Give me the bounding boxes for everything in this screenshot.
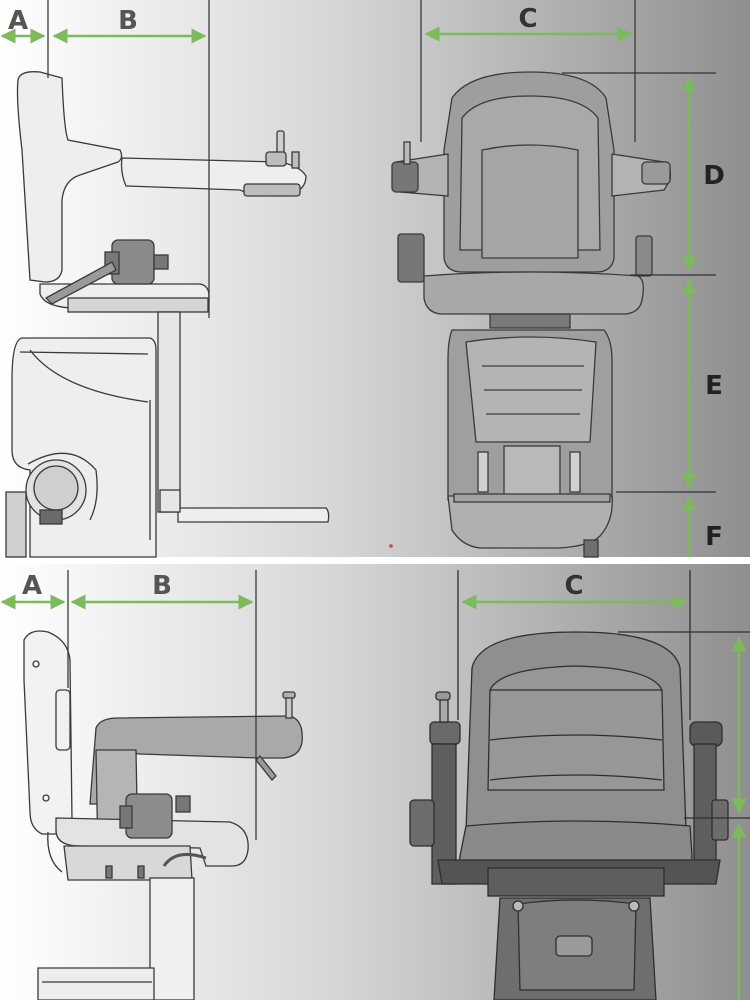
top-label-d: D [703, 161, 725, 191]
top-side-view-chair [5, 71, 330, 558]
bottom-side-view-chair [23, 630, 303, 1000]
bottom-label-b: B [152, 571, 172, 601]
marker-dot [389, 544, 393, 548]
panel-divider [0, 557, 750, 564]
top-front-dimension-lines [420, 0, 716, 557]
bottom-label-a: A [22, 571, 42, 601]
bottom-front-view-chair [409, 631, 729, 1000]
bottom-label-c: C [564, 571, 583, 601]
top-label-e: E [705, 371, 723, 401]
top-label-a: A [8, 6, 28, 36]
bottom-front-dimension-lines [457, 570, 750, 1000]
top-label-f: F [705, 522, 723, 552]
top-label-c: C [518, 4, 537, 34]
top-label-b: B [118, 6, 138, 36]
bottom-side-dimension-lines [0, 570, 257, 840]
top-front-view-chair [391, 71, 672, 558]
top-side-dimension-lines [0, 0, 210, 318]
